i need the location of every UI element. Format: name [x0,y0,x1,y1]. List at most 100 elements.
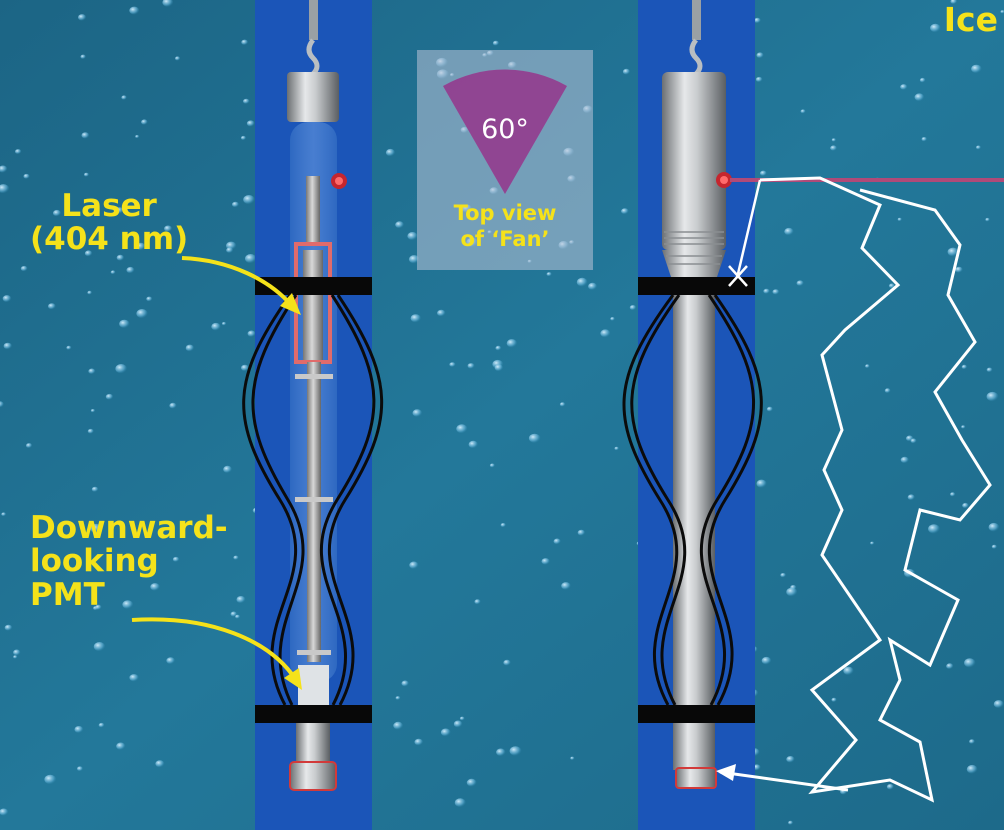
ice-bubble [90,523,103,534]
ice-bubble [897,217,902,222]
ice-bubble [614,446,619,451]
pmt-body [298,665,329,705]
photon-scatter-line [735,179,762,279]
ice-bubble [236,596,246,604]
grip-ridge-lines [664,231,724,265]
ice-bubble [946,663,954,670]
harness-cables-left [242,294,384,706]
fan-wedge [443,69,567,194]
ice-bubble [77,766,83,772]
ice-bubble [0,808,9,816]
ice-bubble [115,207,124,214]
ice-bubble [985,217,990,222]
instrument-cutaway [242,0,384,791]
ice-bubble [53,209,61,217]
ice-bubble [175,56,181,61]
ice-bubble [0,184,10,194]
ice-bubble [489,463,495,468]
ice-bubble [454,798,466,808]
cable-left [309,0,318,40]
ice-bubble [503,659,511,666]
ice-bubble [44,774,57,785]
ice-bubble [414,738,424,746]
cable-hook-right [689,38,703,76]
ice-bubble [991,544,998,549]
ice-bubble [763,288,770,294]
ice-bubble [169,402,177,409]
ice-bubble [788,820,794,825]
ice-bubble [440,728,451,737]
bottom-window-left [289,761,337,791]
ice-bubble [246,120,255,127]
ice-bubble [546,272,552,277]
ice-bubble [541,558,550,565]
instrument-exterior [622,0,763,789]
rod-ring-1 [295,374,333,379]
ice-bubble [164,225,173,232]
pmt-label-line3: PMT [30,576,105,613]
pmt-label-line1: Downward- [30,510,228,546]
ice-bubble [3,342,12,350]
ice-bubble [966,764,978,774]
ice-bubble [576,277,588,287]
ice-bubble [401,680,409,687]
harness-band-bottom-left [255,705,372,723]
ice-bubble [993,700,1004,709]
return-arrow-head [716,764,736,781]
bottom-window-right [675,767,717,789]
ice-bubble [119,319,130,329]
ice-bubble [122,600,134,609]
inner-rod-upper [306,176,320,246]
ice-bubble [2,295,12,303]
ice-bubble [385,148,396,157]
laser-emitter-left-core [335,177,343,185]
ice-bubble [230,611,237,617]
ice-bubble [947,247,959,257]
harness-band-top-right [638,277,755,295]
ice-bubble [135,135,140,139]
ice-bubble [756,52,764,59]
ice-bubble [235,614,241,619]
top-cap-left [287,72,339,122]
ice-bubble [766,406,773,412]
ice-bubble [87,428,94,434]
ice-bubble [95,604,102,610]
ice-bubble [185,344,195,352]
ice-bubble [900,456,909,464]
ice-bubble [4,624,13,631]
ice-bubble [166,657,175,665]
inner-rod-lower [307,362,321,662]
laser-emitter-right-core [720,176,728,184]
ice-bubble [393,721,404,730]
ice-bubble [116,254,125,261]
ice-bubble [577,529,586,536]
ice-bubble [146,296,153,302]
ice-bubble [395,221,404,229]
scatter-x-mark [728,265,748,287]
ice-bubble [760,170,767,176]
rod-ring-3 [297,650,331,655]
pmt-label: Downward- looking PMT [30,510,228,613]
ice-bubble [453,720,463,728]
ice-bubble [950,492,956,497]
ice-bubble [755,76,763,83]
ice-bubble [588,282,598,290]
ice-bubble [467,363,475,369]
ice-bubble [986,391,999,402]
ice-bubble [492,40,500,46]
ice-bubble [553,538,561,545]
ice-bubble [66,345,72,350]
ice-bubble [964,658,976,668]
ice-bubble [437,309,446,317]
ice-bubble [74,726,84,733]
ice-bubble [80,54,86,59]
ice-bubble [155,760,165,768]
ice-bubble [15,149,22,155]
ice-bubble [88,368,96,375]
ice-bubble [831,138,837,142]
ice-bubble [223,465,233,473]
ice-bubble [494,364,504,372]
ice-bubble [459,716,465,721]
ice-bubble [961,364,968,370]
ice-bubble [172,556,180,562]
